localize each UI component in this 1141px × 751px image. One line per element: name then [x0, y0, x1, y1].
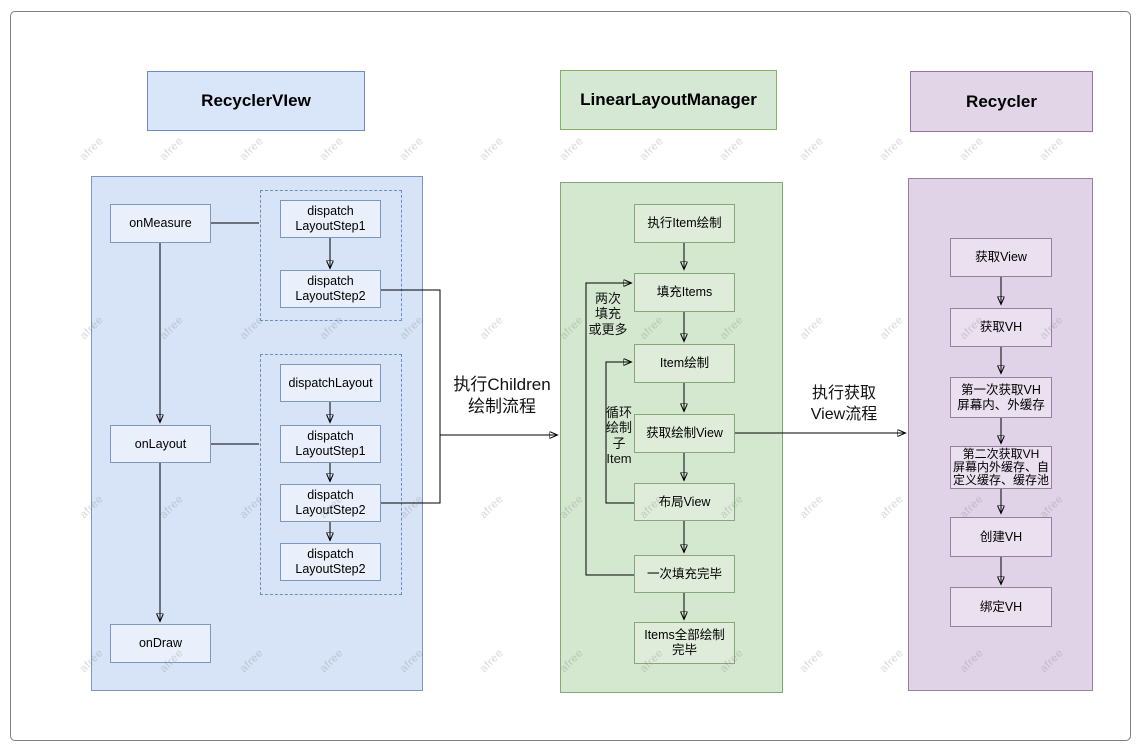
node-get-vh: 获取VH: [950, 308, 1052, 347]
node-dispatchlayoutstep2-b: dispatch LayoutStep2: [280, 484, 381, 522]
node-fill-items: 填充Items: [634, 273, 735, 312]
node-create-vh: 创建VH: [950, 517, 1052, 557]
node-dispatchlayout: dispatchLayout: [280, 364, 381, 402]
node-dispatchlayoutstep2-a: dispatch LayoutStep2: [280, 270, 381, 308]
node-ondraw: onDraw: [110, 624, 211, 663]
node-first-get-vh: 第一次获取VH 屏幕内、外缓存: [950, 377, 1052, 418]
node-onmeasure: onMeasure: [110, 204, 211, 243]
recycler-title: Recycler: [910, 71, 1093, 132]
node-items-all-done: Items全部绘制 完毕: [634, 622, 735, 664]
node-second-get-vh: 第二次获取VH 屏幕内外缓存、自 定义缓存、缓存池: [950, 446, 1052, 489]
recyclerview-title: RecyclerVIew: [147, 71, 365, 131]
node-onlayout: onLayout: [110, 425, 211, 463]
flow-label-get-view: 执行获取 View流程: [810, 385, 878, 423]
flow-label-children-draw: 执行Children 绘制流程: [453, 375, 551, 417]
node-exec-item-draw: 执行Item绘制: [634, 204, 735, 243]
node-dispatchlayoutstep1-b: dispatch LayoutStep1: [280, 425, 381, 463]
node-layout-view: 布局View: [634, 483, 735, 521]
node-bind-vh: 绑定VH: [950, 587, 1052, 627]
node-dispatchlayoutstep2-c: dispatch LayoutStep2: [280, 543, 381, 581]
node-one-fill-done: 一次填充完毕: [634, 555, 735, 593]
loop-label-child-items: 循环 绘制 子 Item: [605, 405, 632, 466]
node-get-view: 获取View: [950, 238, 1052, 277]
node-dispatchlayoutstep1-a: dispatch LayoutStep1: [280, 200, 381, 238]
node-get-draw-view: 获取绘制View: [634, 414, 735, 453]
node-item-draw: Item绘制: [634, 344, 735, 383]
loop-label-two-fills: 两次 填充 或更多: [588, 291, 628, 337]
linearlayoutmanager-title: LinearLayoutManager: [560, 70, 777, 130]
dispatch-group-1: [260, 190, 402, 321]
